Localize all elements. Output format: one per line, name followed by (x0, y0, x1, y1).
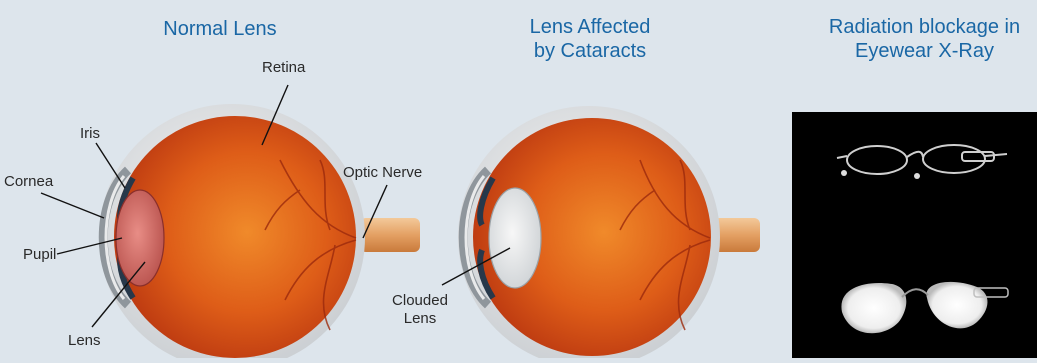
eyewear-xray-image (792, 112, 1037, 358)
cataract-eye (458, 106, 760, 358)
label-pupil: Pupil (23, 246, 56, 264)
label-clouded-lens: Clouded Lens (375, 292, 465, 328)
xray-lenses-bottom (841, 282, 1008, 333)
label-clouded-line2: Lens (375, 310, 465, 328)
label-optic-nerve: Optic Nerve (343, 164, 422, 182)
clouded-lens (489, 188, 541, 288)
xray-glasses-art (792, 112, 1037, 358)
label-clouded-line1: Clouded (375, 292, 465, 310)
label-iris: Iris (80, 125, 100, 143)
label-retina: Retina (262, 59, 305, 77)
normal-eye (99, 104, 420, 358)
xray-frame-top (837, 145, 1007, 174)
normal-lens (116, 190, 164, 286)
label-lens: Lens (68, 332, 101, 350)
label-cornea: Cornea (4, 173, 53, 191)
